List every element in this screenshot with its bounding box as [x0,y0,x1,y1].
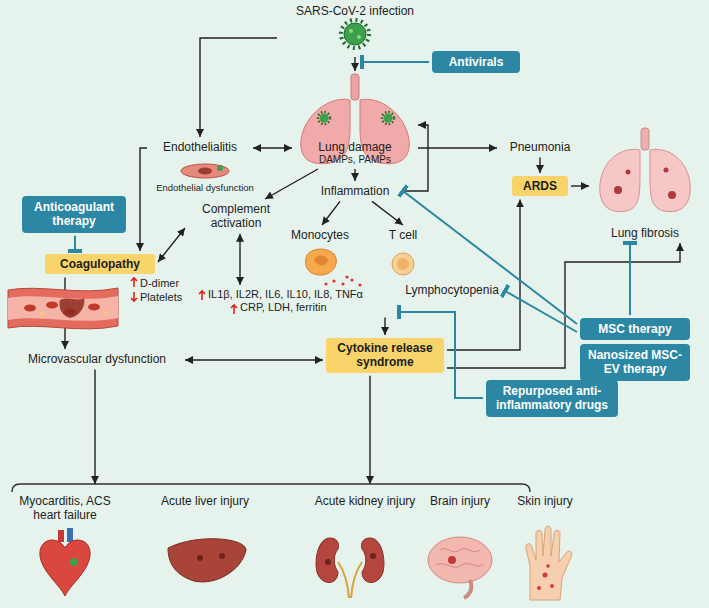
arrow-connector [369,376,370,484]
arrow-connector [418,147,497,148]
lab-value: D-dimer [140,277,210,290]
therapy-box: Repurposed anti-inflammatory drugs [486,380,618,417]
arrow-connector [200,38,277,137]
syndrome-box: Cytokine release syndrome [326,338,444,373]
hand-illustration [526,526,572,600]
organ-label: Skin injury [505,494,585,508]
arrow-connector [322,201,340,225]
cell-node: T cell [375,228,431,278]
arrow-connector [354,57,355,71]
process-label: Complement activation [188,202,284,231]
arrow-connector [372,201,403,225]
infection-label: SARS-CoV-2 infection [280,4,430,54]
node-text: MSC therapy [598,322,671,336]
node-text: Myocarditis, ACS heart failure [10,494,120,523]
node-text: Acute liver injury [161,494,249,508]
process-label: Pneumonia [500,140,580,154]
monocyte-icon [306,249,362,287]
arrow-connector [185,359,323,360]
t-cell-icon [392,253,414,275]
lab-value: Platelets [140,291,210,304]
therapy-box: Nanosized MSC-EV therapy [580,344,690,381]
arrow-connector [239,234,240,285]
node-text: Coagulopathy [60,257,140,271]
therapy-box: Anticoagulant therapy [22,196,126,233]
inhibition-connector [403,191,577,324]
brain-illustration [428,537,492,598]
node-text: Anticoagulant therapy [28,200,120,229]
cell-node: Monocytes [285,228,355,278]
node-text: T cell [389,228,417,242]
therapy-box: Antivirals [432,51,520,73]
arrow-connector [571,185,589,186]
arrow-connector [140,148,147,251]
arrow-connector [384,317,385,335]
inhibition-connector [629,243,631,315]
process-label: Inflammation [310,184,400,198]
arrow-connector [447,199,520,350]
arrow-connector [253,147,292,148]
organ-label: Acute liver injury [150,494,260,508]
node-text: CRP, LDH, ferritin [240,301,327,314]
process-label: Endothelialitis [150,140,250,154]
arrow-connector [94,369,95,484]
node-text: Lung fibrosis [611,226,679,240]
node-text: Complement activation [188,202,284,231]
lung-fibrosis-node: Lung fibrosis [592,128,698,240]
lung-damage-node: Lung damageDAMPs, PAMPs [295,74,415,166]
node-text: Lung damage [318,140,391,154]
inhibition-connector [505,291,577,332]
arrow-connector [539,157,540,173]
liver-illustration [168,539,246,582]
endothelial-cell-icon [181,164,229,178]
node-text: Endothelialitis [163,140,237,154]
virus-icon [341,20,369,48]
node-text: ARDS [523,179,557,193]
node-text: Antivirals [449,55,504,69]
therapy-box: MSC therapy [580,318,690,340]
node-text: IL1β, IL2R, IL6, IL10, IL8, TNFα [208,288,363,301]
node-text: Pneumonia [510,140,571,154]
arrow-connector [354,169,355,181]
process-label: Lymphocytopenia [402,283,502,297]
inhibition-connector [362,61,429,63]
arrow-connector [158,228,185,262]
marker-list: IL1β, IL2R, IL6, IL10, IL8, TNFαCRP, LDH… [196,288,396,314]
arrow-connector [403,125,428,191]
organ-bracket [12,484,530,492]
node-text: Repurposed anti-inflammatory drugs [492,384,612,413]
process-label: Microvascular dysfunction [12,352,182,366]
syndrome-box: Coagulopathy [45,254,155,274]
node-text: Lymphocytopenia [405,283,499,297]
syndrome-box: ARDS [512,176,568,196]
arrow-connector [265,169,318,199]
node-text: Monocytes [291,228,349,242]
icon-caption: Endothelial dysfunction [150,182,260,193]
node-text: Skin injury [517,494,572,508]
organ-label: Myocarditis, ACS heart failure [10,494,120,523]
heart-illustration [40,528,90,596]
node-text: Acute kidney injury [315,494,416,508]
node-text: Nanosized MSC-EV therapy [586,348,684,377]
node-text: Microvascular dysfunction [28,352,166,366]
node-text: Inflammation [321,184,390,198]
organ-label: Brain injury [420,494,500,508]
lung-illustration [301,74,409,164]
inhibition-connector [74,236,76,251]
node-text: DAMPs, PAMPs [319,154,391,166]
node-text: Brain injury [430,494,490,508]
node-text: Cytokine release syndrome [332,341,438,370]
node-text: SARS-CoV-2 infection [296,4,414,18]
organ-label: Acute kidney injury [300,494,430,508]
fibrotic-lung-illustration [600,128,690,212]
kidney-illustration [316,538,384,598]
